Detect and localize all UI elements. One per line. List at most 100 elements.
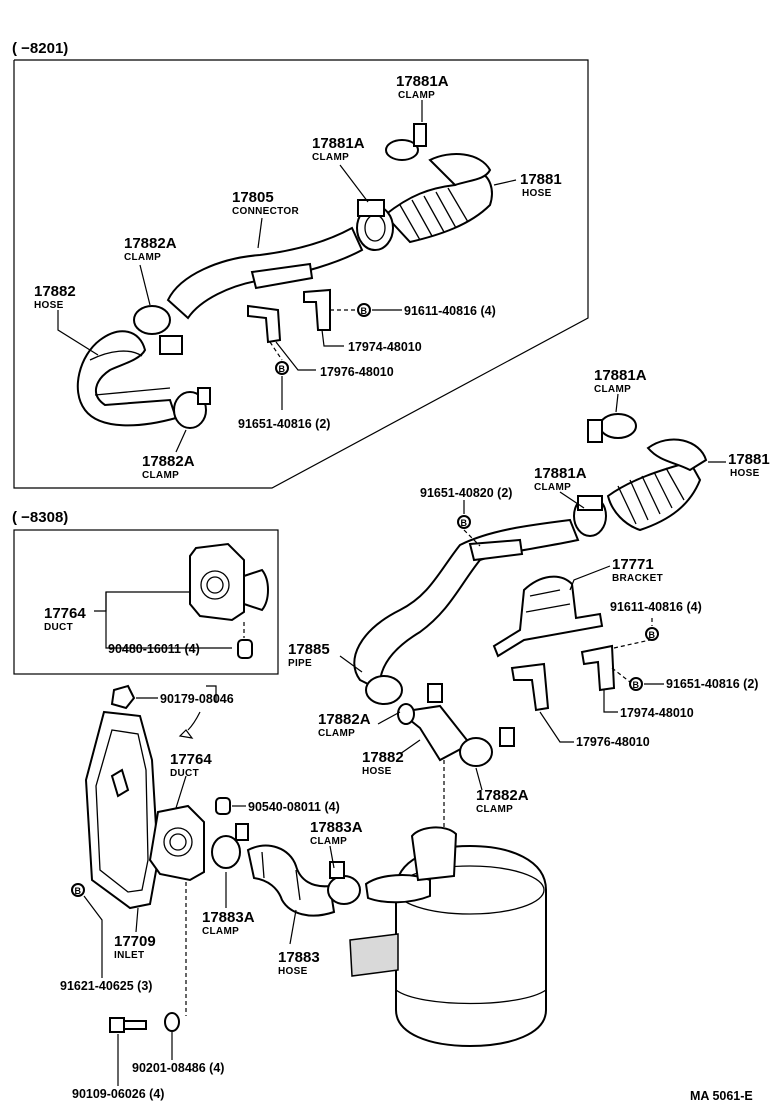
right-bolt-letter-c: B [633,680,640,690]
right-bracket-17771 [492,575,604,658]
l-pn-90540: 90540-08011 (4) [248,800,340,814]
r-clamp-mid-sub: CLAMP [534,482,571,493]
l-duct-sub: DUCT [170,768,199,779]
u-clamp-top-sub: CLAMP [398,90,435,101]
m-duct-num: 17764 [44,605,86,622]
upper-bolt-letter-b: B [279,364,286,374]
lower-clamp-a [211,823,249,869]
right-pipe-17885 [353,518,580,692]
r-clamp-b-sub: CLAMP [476,804,513,815]
lower-inlet-17709 [84,710,160,910]
u-pn-91651: 91651-40816 (2) [238,417,330,431]
upper-clamp-bottom [173,387,211,429]
l-pn-90201: 90201-08486 (4) [132,1061,224,1075]
r-pn-91651: 91651-40816 (2) [666,677,758,691]
u-clamp-top-num: 17881A [396,73,449,90]
u-pn-91611: 91611-40816 (4) [404,304,496,318]
l-inlet-sub: INLET [114,950,144,961]
right-clamp-b [459,727,515,767]
right-clamp-mid [573,495,607,537]
upper-clamp-top [385,123,427,161]
upper-hose-17882 [76,330,178,427]
right-bolt-letter-a: B [461,518,468,528]
r-hose-num: 17881 [728,451,770,468]
right-bolt-marker-a [457,515,471,529]
right-bolt-letter-b: B [649,630,656,640]
l-pn-91621: 91621-40625 (3) [60,979,152,993]
r-pipe-sub: PIPE [288,658,312,669]
u-clamp-bot-sub: CLAMP [142,470,179,481]
lower-bolt-marker [71,883,85,897]
upper-clamp-mid [356,199,394,251]
r-hose2-sub: HOSE [362,766,392,777]
right-bolt-marker-c [629,677,643,691]
l-clamp-b-sub: CLAMP [310,836,347,847]
middle-frame [13,529,279,675]
u-hose-left-num: 17882 [34,283,76,300]
right-small-brackets [510,644,616,712]
lower-bolt-90109 [109,1017,147,1033]
right-bolt-marker-b [645,627,659,641]
air-cleaner [349,826,547,1048]
l-hose-sub: HOSE [278,966,308,977]
upper-bolt-marker-a [357,303,371,317]
middle-nut [237,639,253,659]
right-clamp-top [587,413,637,443]
lower-nut-90179 [110,684,136,710]
l-pn-90179: 90179-08046 [160,692,234,706]
right-clamp-a [365,675,443,705]
l-pn-90109: 90109-06026 (4) [72,1087,164,1101]
middle-duct-17764 [189,542,269,622]
upper-clamp-left [133,305,183,355]
upper-connector-17805 [166,226,364,320]
upper-bolt-marker-b [275,361,289,375]
u-hose-num: 17881 [520,171,562,188]
u-hose-sub: HOSE [522,188,552,199]
r-hose2-num: 17882 [362,749,404,766]
lower-clamp-b [327,861,361,905]
lower-nut-90540 [215,797,231,815]
u-connector-sub: CONNECTOR [232,206,299,217]
u-connector-num: 17805 [232,189,274,206]
l-inlet-num: 17709 [114,933,156,950]
r-pn-91651-820: 91651-40820 (2) [420,486,512,500]
r-pn-17974: 17974-48010 [620,706,694,720]
upper-bolt-letter-a: B [361,306,368,316]
u-pn-17976: 17976-48010 [320,365,394,379]
l-clamp-a-num: 17883A [202,909,255,926]
r-bracket-sub: BRACKET [612,573,663,584]
u-pn-17974: 17974-48010 [348,340,422,354]
r-hose-sub: HOSE [730,468,760,479]
u-clamp-mid-sub: CLAMP [312,152,349,163]
r-clamp-a-num: 17882A [318,711,371,728]
r-clamp-mid-num: 17881A [534,465,587,482]
u-clamp-mid-num: 17881A [312,135,365,152]
u-clamp-bot-num: 17882A [142,453,195,470]
u-clamp-left-num: 17882A [124,235,177,252]
r-clamp-top-num: 17881A [594,367,647,384]
r-pipe-num: 17885 [288,641,330,658]
lower-bolt-letter: B [75,886,82,896]
l-duct-num: 17764 [170,751,212,768]
lower-hose-17883 [246,844,336,917]
footer-code: MA 5061-E [690,1089,753,1103]
l-clamp-b-num: 17883A [310,819,363,836]
upper-brackets [247,288,331,344]
r-clamp-a-sub: CLAMP [318,728,355,739]
u-clamp-left-sub: CLAMP [124,252,161,263]
upper-range-label: ( −8201) [12,40,68,57]
r-bracket-num: 17771 [612,556,654,573]
r-pn-91611: 91611-40816 (4) [610,600,702,614]
upper-hose-17881 [383,153,493,244]
l-hose-num: 17883 [278,949,320,966]
lower-washer-90201 [164,1012,180,1032]
r-pn-17976: 17976-48010 [576,735,650,749]
right-hose-17881 [606,438,708,532]
u-hose-left-sub: HOSE [34,300,64,311]
right-hose-17882 [397,703,472,762]
r-clamp-b-num: 17882A [476,787,529,804]
lower-duct-17764 [148,804,205,882]
middle-range-label: ( −8308) [12,509,68,526]
upper-frame [13,59,589,489]
